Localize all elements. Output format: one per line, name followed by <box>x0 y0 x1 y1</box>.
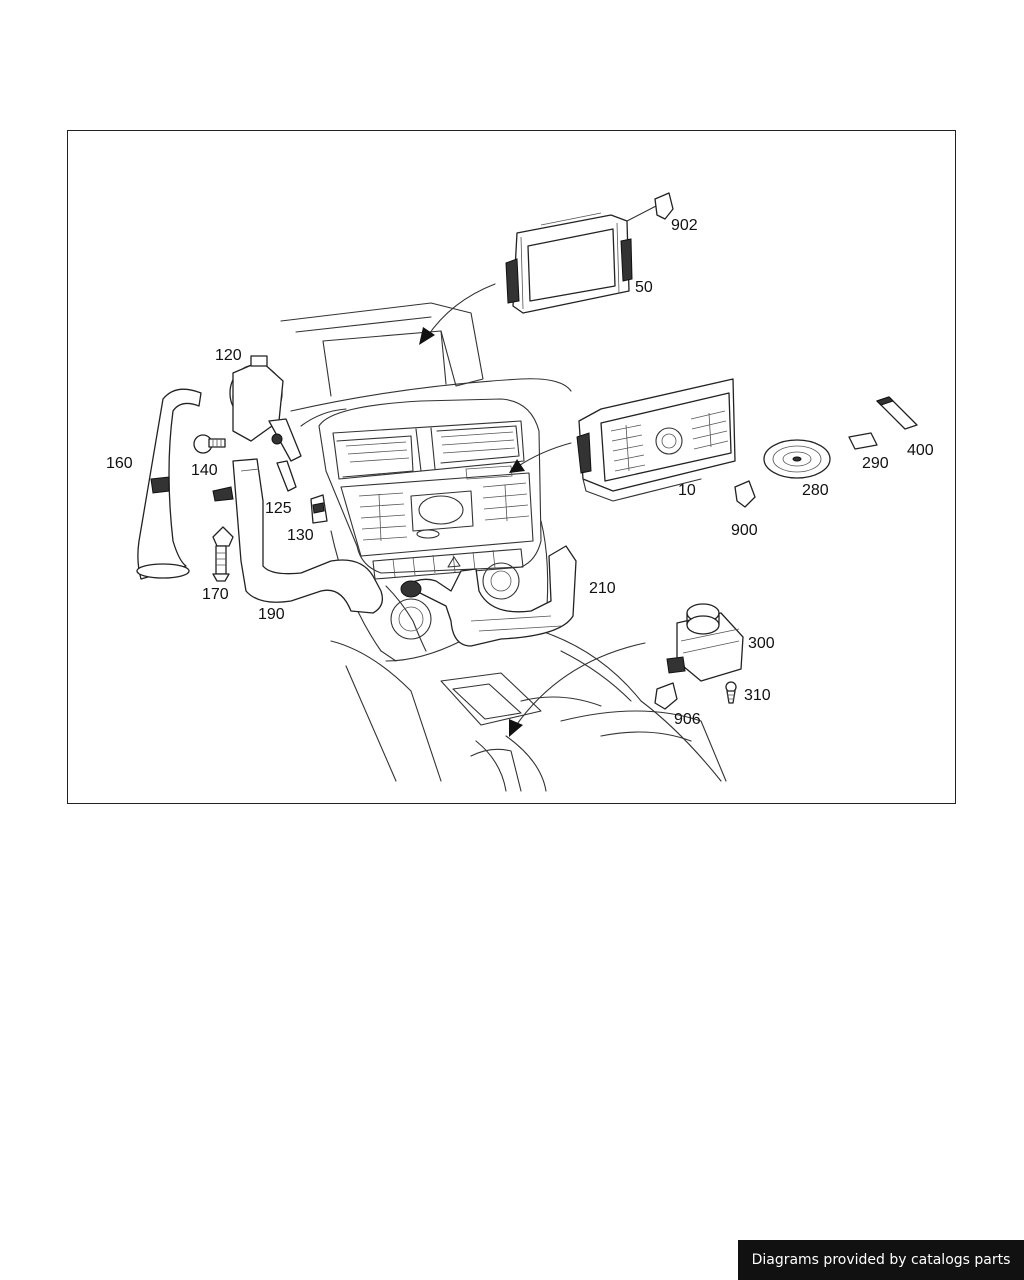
part-125-bracket <box>276 460 297 492</box>
callout-210: 210 <box>589 580 616 597</box>
part-902-tag <box>654 192 674 220</box>
leader-902 <box>626 204 659 222</box>
part-210-duct <box>400 545 577 647</box>
part-140-bolt <box>193 434 226 454</box>
part-50-display <box>505 212 633 314</box>
callout-120: 120 <box>215 347 242 364</box>
callout-190: 190 <box>258 606 285 623</box>
callout-labels: 902 50 120 160 140 125 130 170 190 210 1… <box>106 217 934 728</box>
callout-310: 310 <box>744 687 771 704</box>
callout-125: 125 <box>265 500 292 517</box>
callout-900: 900 <box>731 522 758 539</box>
callout-902: 902 <box>671 217 698 234</box>
callout-50: 50 <box>635 279 653 296</box>
callout-290: 290 <box>862 455 889 472</box>
callout-160: 160 <box>106 455 133 472</box>
callout-10: 10 <box>678 482 696 499</box>
part-900-tag <box>734 480 756 508</box>
dashboard-outline <box>280 302 727 792</box>
part-300-controller <box>666 603 744 682</box>
callout-906: 906 <box>674 711 701 728</box>
part-160-duct <box>136 388 202 580</box>
part-130-clip <box>310 494 328 524</box>
part-310-screw <box>725 681 737 704</box>
footer-credit-badge: Diagrams provided by catalogs parts <box>738 1240 1024 1280</box>
footer-credit-text: Diagrams provided by catalogs parts <box>751 1252 1011 1268</box>
parts-diagram: 902 50 120 160 140 125 130 170 190 210 1… <box>106 192 934 792</box>
part-906-tag <box>654 682 678 710</box>
part-280-disc <box>763 439 831 479</box>
callout-130: 130 <box>287 527 314 544</box>
part-400-stick <box>876 396 918 430</box>
callout-140: 140 <box>191 462 218 479</box>
parts-diagram-frame: 902 50 120 160 140 125 130 170 190 210 1… <box>67 130 956 804</box>
part-290-card <box>848 432 878 450</box>
part-190-duct <box>212 458 384 614</box>
part-170-pin <box>212 526 234 582</box>
part-120-assembly <box>229 355 302 462</box>
callout-400: 400 <box>907 442 934 459</box>
callout-300: 300 <box>748 635 775 652</box>
callout-280: 280 <box>802 482 829 499</box>
callout-170: 170 <box>202 586 229 603</box>
part-10-head-unit <box>576 378 736 502</box>
install-arrows <box>419 283 646 737</box>
